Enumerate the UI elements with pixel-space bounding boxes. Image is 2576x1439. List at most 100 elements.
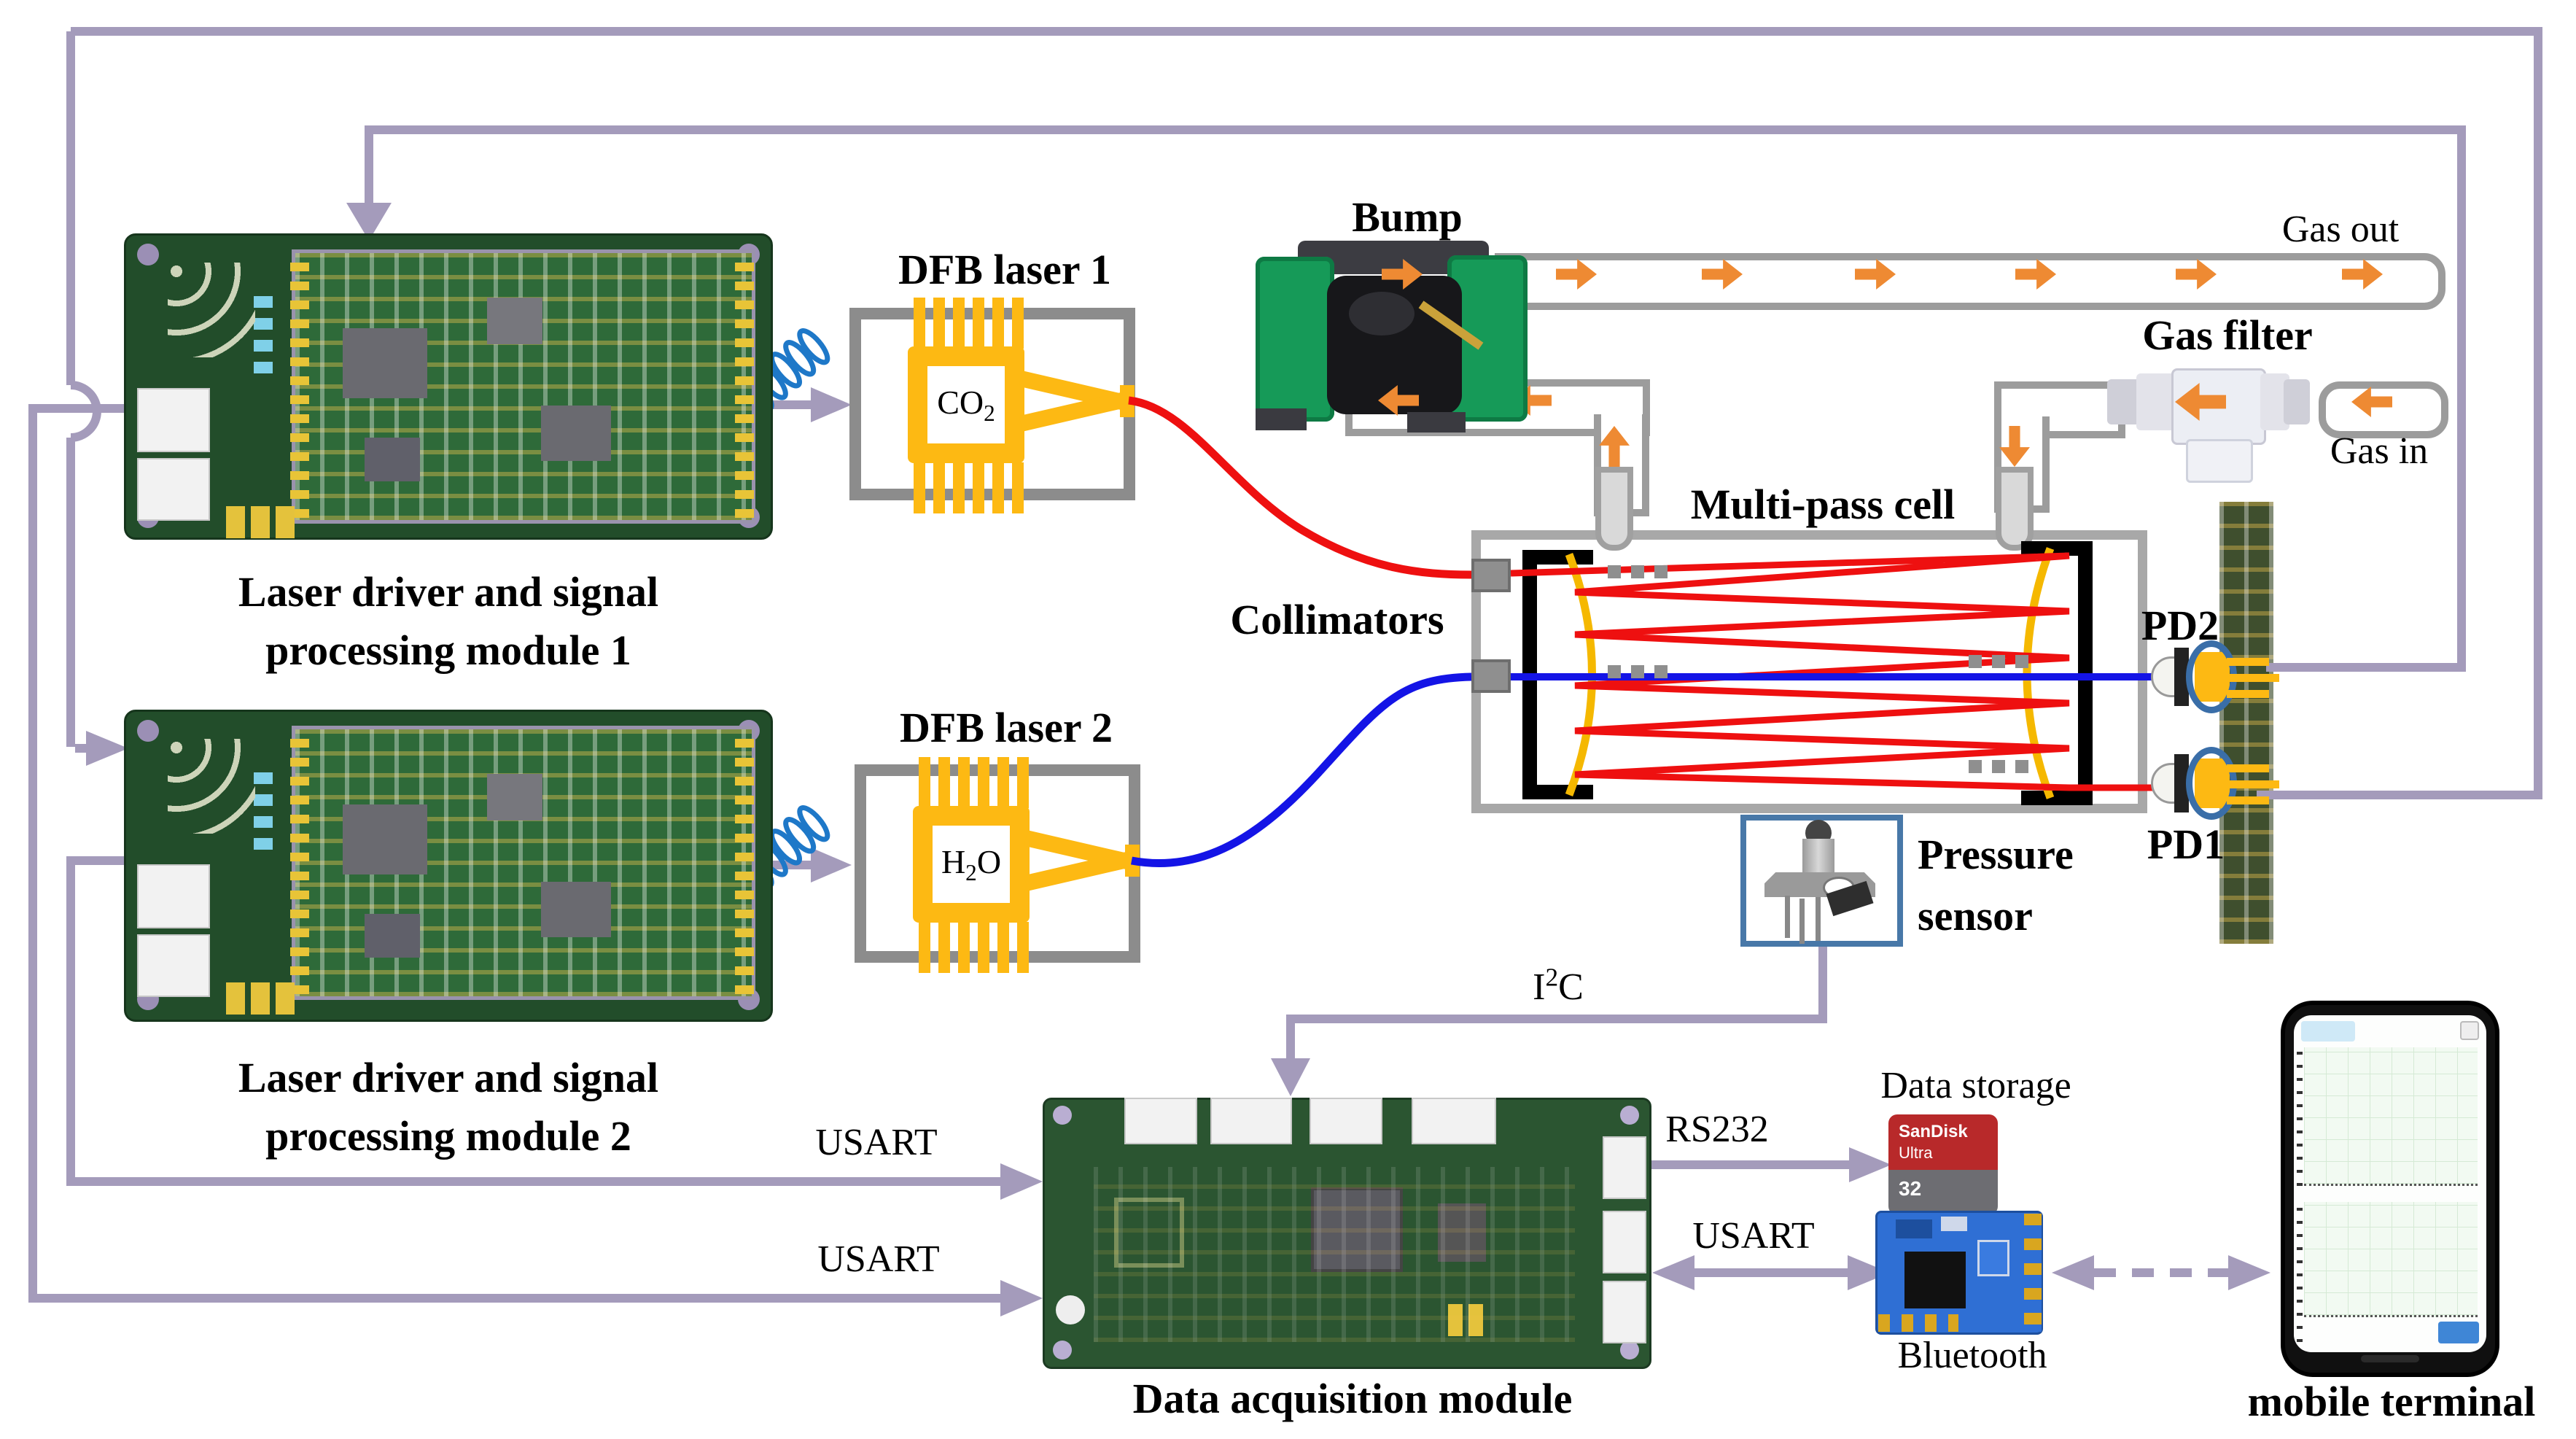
module1-to-dfb1-arrowhead: [811, 387, 852, 422]
daq-connector-right: [1603, 1281, 1646, 1343]
usart-bt-left-arrowhead: [1652, 1255, 1694, 1290]
phone-app-title-chip: [2301, 1021, 2355, 1042]
pd2-pin: [2227, 658, 2269, 666]
daq-ic-outline: [1114, 1198, 1184, 1268]
module2-to-dfb2-line: [773, 861, 815, 869]
module2-label-line2: processing module 2: [265, 1112, 631, 1160]
pd2-output-line: [2266, 663, 2466, 672]
inner-feedback-right-line: [2457, 125, 2466, 672]
sd-card-top: SanDisk Ultra: [1888, 1114, 1998, 1170]
dfb2-chip-pins-top: [919, 757, 1037, 808]
dfb2-chip-pins-bottom: [919, 922, 1037, 973]
bluetooth-wireless-dashed-line: [2094, 1268, 2230, 1277]
rs232-line: [1651, 1160, 1851, 1169]
module2-usart-vertical: [66, 856, 75, 1182]
pressure-sensor-port: [1802, 839, 1834, 877]
gas-out-tube: [1495, 253, 2445, 310]
dfb2-gas-label: H2O: [933, 826, 1010, 903]
mirror-mount-dashes: [1608, 565, 1670, 578]
pump-left-body: [1256, 257, 1334, 422]
daq-ic-chip: [1438, 1203, 1486, 1262]
dfb1-output-tip: [1120, 385, 1135, 417]
i2c-horizontal: [1286, 1015, 1827, 1023]
usart-upper-arrowhead: [1000, 1163, 1043, 1200]
sd-capacity-text: 32: [1899, 1177, 1922, 1200]
phone-home-bar: [2361, 1355, 2419, 1362]
phone-send-button: [2438, 1322, 2479, 1343]
daq-connector-right: [1603, 1211, 1646, 1273]
bluetooth-castellated-edge: [2024, 1214, 2042, 1332]
ic-chip: [343, 804, 427, 874]
dfb2-label: DFB laser 2: [899, 704, 1113, 751]
module1-label-line2: processing module 1: [265, 627, 631, 674]
module1-usart-vertical: [28, 404, 37, 1303]
daq-connector-top: [1124, 1098, 1197, 1144]
sd-card-bottom: 32: [1888, 1170, 1998, 1215]
usart-lower-arrowhead: [1000, 1280, 1043, 1316]
daq-label: Data acquisition module: [1132, 1375, 1573, 1422]
ic-chip: [487, 298, 542, 344]
filter-bowl: [2186, 439, 2253, 483]
mounting-hole: [1620, 1106, 1639, 1125]
module1-feedback-drop-line: [365, 130, 373, 204]
phone-chart1-axis-ticks: [2297, 1047, 2303, 1186]
module2-output-stub: [75, 856, 124, 865]
ic-chip: [541, 406, 611, 461]
rs232-arrowhead: [1849, 1147, 1891, 1182]
pd1-pin: [2227, 780, 2279, 788]
usart-upper-line: [66, 1177, 1000, 1186]
collimator-red: [1471, 559, 1511, 592]
module2-to-dfb2-arrowhead: [811, 848, 852, 883]
module1-left-line: [33, 404, 124, 413]
bump-label: Bump: [1352, 193, 1463, 241]
daq-pad-field: [1094, 1167, 1575, 1342]
outer-feedback-top-line: [71, 27, 2542, 36]
phone-chart2-axis-ticks: [2297, 1202, 2303, 1342]
mobile-terminal-label: mobile terminal: [2247, 1378, 2536, 1425]
rs232-label: RS232: [1665, 1109, 1769, 1150]
pd2-label: PD2: [2141, 602, 2219, 649]
ic-chip: [343, 328, 427, 398]
pressure-label-line1: Pressure: [1918, 831, 2074, 878]
gas-out-label: Gas out: [2281, 209, 2400, 250]
outer-feedback-left-line-lower: [66, 438, 75, 747]
daq-connector-top: [1412, 1098, 1496, 1144]
pressure-label-line2: sensor: [1918, 892, 2033, 939]
bluetooth-bottom-pads: [1878, 1314, 1958, 1332]
collimators-label: Collimators: [1230, 596, 1444, 643]
gas-filter-label: Gas filter: [2142, 311, 2313, 359]
pin-row: [290, 732, 309, 994]
pump-motor-highlight: [1349, 292, 1415, 335]
pressure-sensor-pin: [1816, 897, 1821, 941]
module2-connector: [137, 864, 210, 928]
capacitor-column: [254, 768, 273, 850]
pd1-flange: [2174, 754, 2189, 812]
bluetooth-label: Bluetooth: [1897, 1335, 2047, 1376]
inner-feedback-top-line: [365, 125, 2466, 134]
cell-outlet-nozzle: [1595, 467, 1633, 551]
mirror-mount-dashes: [1608, 665, 1670, 678]
daq-white-pad: [1056, 1295, 1085, 1324]
mounting-hole: [1620, 1341, 1639, 1360]
daq-connector-right: [1603, 1136, 1646, 1199]
pad-cluster: [168, 739, 255, 834]
cell-inlet-nozzle: [1996, 467, 2034, 551]
multipass-cell-box: [1471, 530, 2147, 813]
pressure-sensor-pin: [1799, 899, 1805, 944]
daq-mcu-chip: [1311, 1187, 1403, 1272]
pd2-pin: [2227, 690, 2269, 698]
mirror-mount-dashes: [1969, 655, 2031, 668]
usart-right-label: USART: [1692, 1215, 1815, 1257]
ic-chip: [541, 882, 611, 937]
pump-foot: [1256, 408, 1307, 430]
filter-right-nut: [2284, 379, 2310, 424]
mounting-hole: [137, 244, 159, 265]
module1-label-line1: Laser driver and signal: [238, 568, 659, 616]
i2c-label: I2C: [1533, 963, 1584, 1008]
dfb1-gas-label: CO2: [927, 366, 1005, 443]
pd1-lens-dome: [2151, 763, 2177, 804]
module2-label-line1: Laser driver and signal: [238, 1054, 659, 1101]
pad-cluster: [168, 263, 255, 357]
pd1-output-line: [2257, 791, 2542, 799]
